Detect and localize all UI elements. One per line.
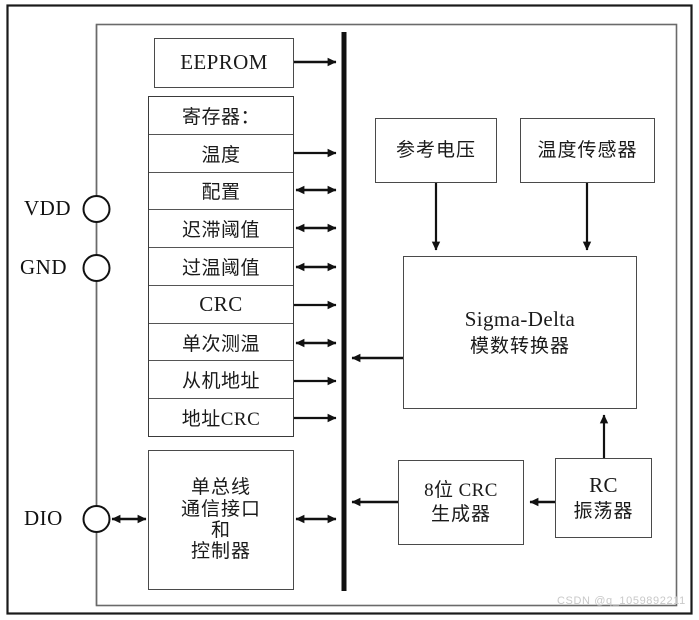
block-reference-voltage-label: 参考电压: [395, 139, 476, 161]
interface-line-1: 单总线: [190, 477, 251, 499]
block-onewire-interface-controller[interactable]: 单总线 通信接口 和 控制器: [148, 450, 294, 590]
block-rc-oscillator[interactable]: RC 振荡器: [555, 458, 652, 538]
block-temperature-sensor-label: 温度传感器: [537, 139, 638, 161]
block-eeprom-label: EEPROM: [180, 50, 268, 75]
register-header: 寄存器：: [149, 97, 293, 135]
block-crc-generator[interactable]: 8位 CRC 生成器: [398, 460, 524, 545]
block-crc-generator-label-line1: 8位 CRC: [424, 479, 498, 501]
interface-line-4: 控制器: [190, 541, 251, 563]
register-row-crc[interactable]: CRC: [149, 286, 293, 324]
interface-line-3: 和: [210, 520, 231, 541]
pin-circle-vdd: [82, 195, 111, 223]
interface-line-2: 通信接口: [180, 498, 261, 520]
block-register-file[interactable]: 寄存器： 温度 配置 迟滞阈值 过温阈值 CRC 单次测温 从机地址 地址CRC: [148, 96, 294, 437]
outer-border: [6, 4, 693, 615]
block-rc-oscillator-label-line1: RC: [589, 473, 618, 498]
register-row-address-crc[interactable]: 地址CRC: [181, 409, 261, 431]
register-row-overtemp-threshold[interactable]: 过温阈值: [149, 248, 293, 286]
register-row-temperature[interactable]: 温度: [149, 135, 293, 173]
register-row-hysteresis-threshold[interactable]: 迟滞阈值: [149, 210, 293, 249]
register-row-one-shot[interactable]: 单次测温: [149, 324, 293, 362]
block-adc-label-line1: Sigma-Delta: [464, 307, 576, 332]
register-row-slave-address[interactable]: 从机地址: [149, 361, 293, 400]
block-adc-label-line2: 模数转换器: [469, 335, 570, 357]
register-row-config[interactable]: 配置: [149, 173, 293, 211]
pin-label-dio: DIO: [24, 506, 63, 530]
block-sigma-delta-adc[interactable]: Sigma-Delta 模数转换器: [403, 256, 637, 409]
block-eeprom[interactable]: EEPROM: [154, 38, 294, 88]
pin-circle-gnd: [82, 254, 111, 282]
block-rc-oscillator-label-line2: 振荡器: [573, 500, 634, 522]
block-crc-generator-label-line2: 生成器: [430, 504, 491, 525]
pin-label-vdd: VDD: [24, 196, 71, 220]
block-temperature-sensor[interactable]: 温度传感器: [520, 118, 655, 183]
block-reference-voltage[interactable]: 参考电压: [375, 118, 497, 183]
pin-circle-dio: [82, 505, 111, 533]
pin-label-gnd: GND: [20, 255, 67, 279]
watermark-text: CSDN @q_1059892211: [557, 595, 686, 607]
